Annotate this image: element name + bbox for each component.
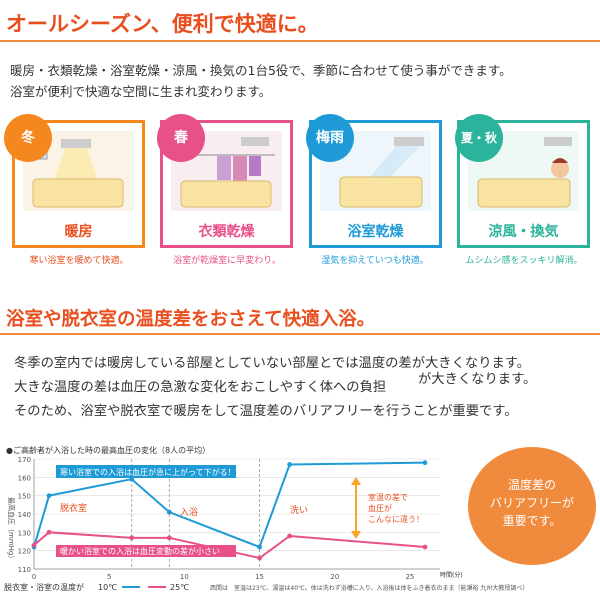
season-card-summer-autumn: 涼風・換気 — [457, 120, 590, 248]
para-line-1: 冬季の室内では暖房している部屋としていない部屋とでは温度の差が大きくなります。 — [14, 356, 531, 371]
intro-line-2: 浴室が便利で快適な空間に生まれ変わります。 — [10, 84, 272, 99]
data-point — [257, 544, 262, 550]
y-tick-label: 170 — [18, 456, 31, 464]
legend-label-25: 25℃ — [170, 583, 189, 592]
legend-label-10: 10℃ — [98, 583, 117, 592]
season-caption-summer-autumn: ムシムシ感をスッキリ解消。 — [465, 256, 583, 266]
footnote: 室温は23℃、湯温は40℃。体は洗わず浴槽に入り、入浴後は体をふき着衣のまま（能… — [234, 584, 528, 592]
season-caption-rainy: 湿気を抑えていつも快適。 — [321, 256, 429, 266]
intro-text: 暖房・衣類乾燥・浴室乾燥・涼風・換気の1台5役で、季節に合わせて使う事ができます… — [10, 60, 595, 102]
page-title: オールシーズン、便利で快適に。 — [6, 12, 319, 36]
cool-breeze-illustration — [468, 131, 579, 211]
callout-bubble — [468, 447, 596, 565]
annotation-side-1: 室温の差で — [368, 492, 408, 502]
data-point — [166, 535, 172, 541]
x-tick-label: 25 — [405, 573, 414, 581]
footnote-prefix: 西間は — [210, 585, 228, 592]
phase-label-bathing: 入浴 — [180, 507, 198, 518]
y-axis-label: 最高血圧（mmHg） — [7, 497, 16, 562]
chart-series — [31, 460, 428, 561]
data-point — [129, 535, 135, 541]
title-rule — [0, 40, 600, 42]
season-label-rainy: 浴室乾燥 — [347, 224, 404, 240]
chart-title: ●ご高齢者が入浴した時の最高血圧の変化（8人の平均） — [6, 446, 211, 455]
data-point — [422, 460, 428, 466]
annotation-side-2: 血圧が — [368, 503, 392, 513]
season-caption-spring: 浴室が乾燥室に早変わり。 — [173, 256, 281, 266]
x-tick-label: 10 — [180, 573, 189, 581]
season-badge-spring: 春 — [157, 114, 205, 162]
x-tick-label: 20 — [330, 573, 339, 581]
season-label-winter: 暖房 — [64, 224, 93, 240]
axis-ticks: 110 120 130 140 150 160 170 0 5 10 15 20 25 — [18, 456, 415, 581]
legend-prefix: 脱衣室・浴室の温度が — [4, 582, 84, 592]
annotation-side-3: こんなに違う！ — [368, 514, 424, 524]
explanation-text: 冬季の室内では暖房している部屋としていない部屋とでは温度の差が大きくなります。 … — [14, 352, 594, 424]
season-badge-summer-autumn: 夏・秋 — [455, 114, 503, 162]
callout-text: 温度差の バリアフリーが 重要です。 — [468, 476, 596, 530]
data-point — [287, 462, 293, 467]
annotation-bottom: 暖かい浴室での入浴は血圧変動の差が小さい — [60, 546, 220, 556]
para-line-3: そのため、浴室や脱衣室で暖房をして温度差のバリアフリーを行うことが重要です。 — [14, 404, 518, 419]
callout-line-3: 重要です。 — [502, 514, 562, 528]
chart-grid — [33, 458, 440, 570]
y-tick-label: 110 — [18, 566, 31, 574]
season-badge-rainy: 梅雨 — [306, 114, 354, 162]
data-point — [257, 555, 262, 561]
season-caption-winter: 寒い浴室を暖めて快適。 — [29, 256, 129, 266]
phase-label-washing: 洗い — [290, 504, 308, 516]
section-rule — [0, 333, 600, 335]
data-point — [46, 493, 52, 499]
data-point — [287, 533, 293, 539]
callout-line-2: バリアフリーが — [489, 496, 574, 510]
y-tick-label: 120 — [18, 548, 31, 556]
para-line-2-end: が大きくなります。 — [418, 372, 537, 387]
phase-label-undressing: 脱衣室 — [60, 502, 87, 514]
data-point — [46, 529, 52, 535]
annotation-top: 寒い浴室での入浴は血圧が急に上がって下がる！ — [60, 467, 236, 477]
x-tick-label: 0 — [32, 573, 36, 581]
y-tick-label: 140 — [18, 511, 31, 519]
data-point — [31, 542, 37, 548]
y-tick-label: 130 — [18, 529, 31, 537]
data-point — [422, 544, 428, 550]
season-label-summer-autumn: 涼風・換気 — [488, 224, 559, 240]
x-tick-label: 5 — [107, 573, 111, 581]
section-title: 浴室や脱衣室の温度差をおさえて快適入浴。 — [6, 309, 376, 330]
y-tick-label: 150 — [18, 493, 31, 501]
x-tick-label: 15 — [255, 573, 264, 581]
page-header: オールシーズン、便利で快適に。 — [0, 8, 600, 42]
para-line-2: 大きな温度の差は血圧の急激な変化をおこしやすく体への負担 — [14, 380, 387, 395]
annotation-top-box — [56, 465, 236, 478]
section-header: 浴室や脱衣室の温度差をおさえて快適入浴。 — [0, 305, 600, 335]
x-axis-label: 時間(分) — [440, 571, 463, 579]
y-tick-label: 160 — [18, 474, 31, 482]
blood-pressure-chart: 最高血圧（mmHg） 110 120 130 140 150 160 170 0 5 10 15 20… — [4, 456, 528, 592]
season-label-spring: 衣類乾燥 — [198, 224, 255, 240]
intro-line-1: 暖房・衣類乾燥・浴室乾燥・涼風・換気の1台5役で、季節に合わせて使う事ができます… — [10, 63, 512, 78]
season-badge-winter: 冬 — [4, 114, 52, 162]
season-card-rainy: 浴室乾燥 — [309, 120, 442, 248]
data-point — [166, 509, 172, 515]
callout-line-1: 温度差の — [507, 478, 556, 492]
annotation-bottom-box — [56, 545, 236, 557]
